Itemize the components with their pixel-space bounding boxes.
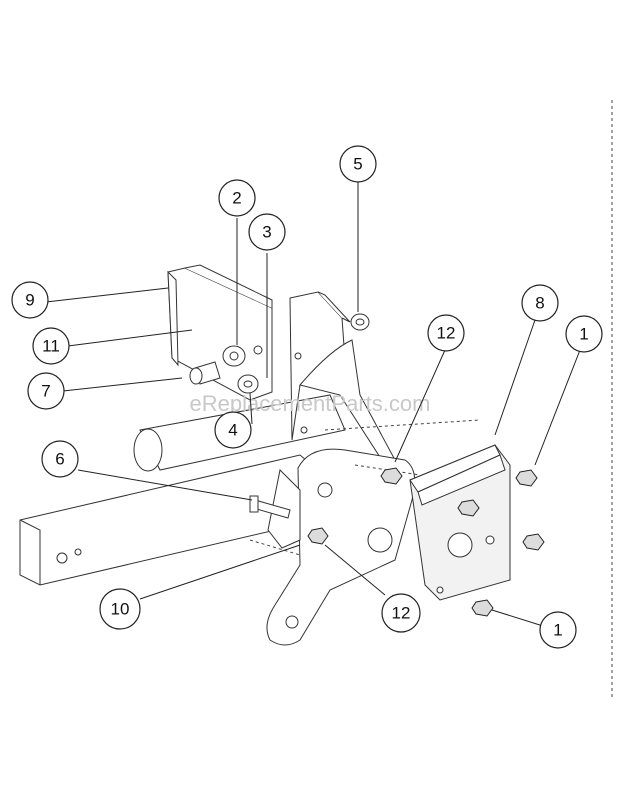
alignment-line [249,539,301,556]
svg-text:12: 12 [437,324,456,343]
callout-8: 8 [521,284,559,322]
callout-1-lower: 1 [539,611,577,649]
callout-3: 3 [248,213,286,251]
bolt [249,495,291,519]
svg-text:6: 6 [55,450,64,469]
linkage-arm [266,448,416,646]
bushing [237,374,259,394]
callout-7: 7 [27,372,65,410]
svg-text:1: 1 [579,325,588,344]
svg-text:5: 5 [353,155,362,174]
pivot-plate [289,291,396,466]
svg-text:9: 9 [25,291,34,310]
svg-text:1: 1 [553,621,562,640]
watermark: eReplacementParts.com [190,391,431,416]
nut [457,499,480,517]
svg-text:8: 8 [535,294,544,313]
callout-10: 10 [99,588,141,630]
svg-text:11: 11 [42,337,60,356]
svg-text:3: 3 [262,223,271,242]
callout-2: 2 [218,179,256,217]
svg-text:4: 4 [228,421,237,440]
washer [222,345,246,367]
svg-text:7: 7 [41,382,50,401]
callout-12-upper: 12 [427,314,465,352]
alignment-line [324,419,481,431]
svg-text:12: 12 [392,604,411,623]
callout-11: 11 [32,327,70,365]
leader-lines [45,181,581,627]
callout-12-lower: 12 [381,593,421,633]
mounting-plate [409,444,511,601]
callout-1-upper: 1 [565,315,603,353]
shoulder-bolt [189,361,221,385]
nut [522,533,545,551]
callout-5: 5 [339,145,377,183]
svg-text:10: 10 [111,600,130,619]
callout-9: 9 [11,281,49,319]
nut [515,469,538,487]
svg-text:2: 2 [232,189,241,208]
spacer [350,313,370,331]
nut [307,527,329,545]
callout-6: 6 [41,440,79,478]
nut [380,467,403,485]
nut [471,599,494,617]
upper-bracket [167,264,273,401]
callout-4: 4 [214,411,252,449]
